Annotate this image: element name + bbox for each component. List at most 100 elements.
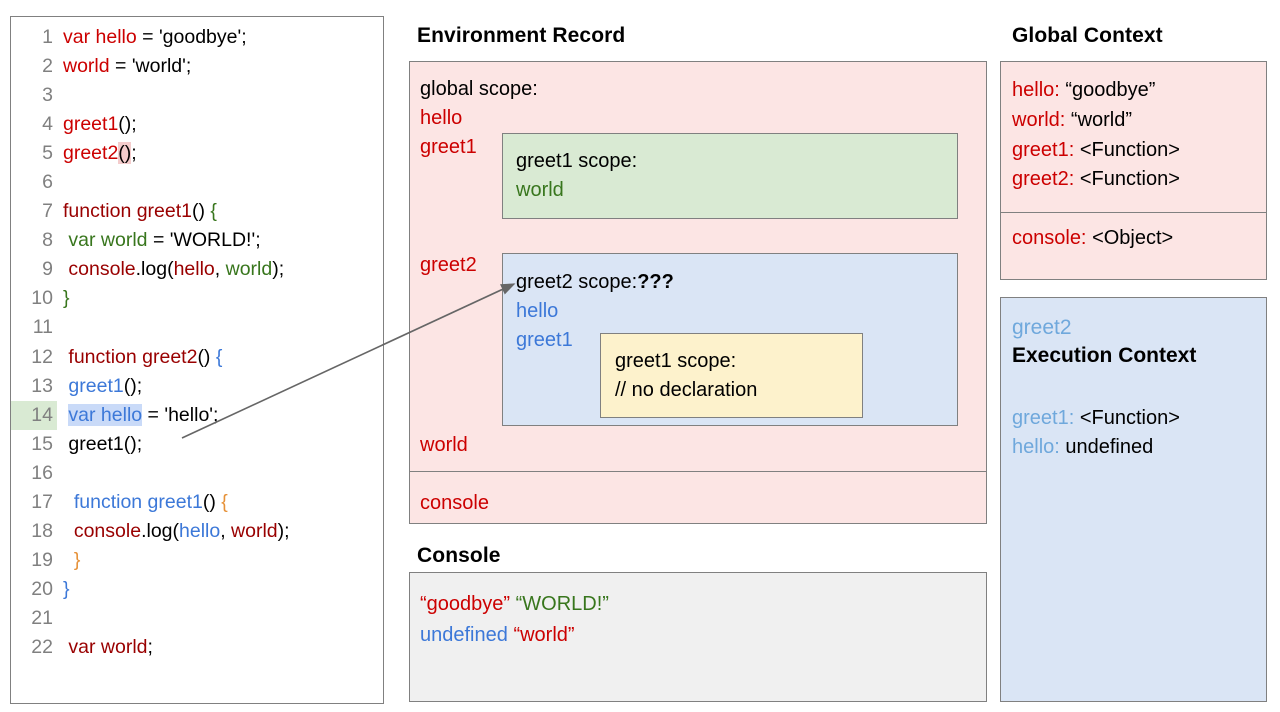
code-line-text: } <box>57 284 383 313</box>
code-line[interactable]: 9 console.log(hello, world); <box>11 255 383 284</box>
greet1-inner-scope-box <box>600 333 863 418</box>
code-line-text: var hello = 'goodbye'; <box>57 23 383 52</box>
code-line-number: 4 <box>42 113 53 136</box>
global-context-key-console: console: <box>1012 227 1093 249</box>
code-line-text: var world; <box>57 633 383 662</box>
code-token: console <box>63 519 142 542</box>
code-line[interactable]: 22 var world; <box>11 633 383 662</box>
console-token: undefined <box>420 624 508 646</box>
code-token: } <box>63 548 81 571</box>
global-context-row-greet2: greet2: <Function> <box>1012 169 1180 189</box>
execution-context-row-hello: hello: undefined <box>1012 436 1153 459</box>
console-token: “goodbye” <box>420 593 511 615</box>
code-line-number: 15 <box>31 432 53 455</box>
code-token: } <box>63 577 70 600</box>
global-context-row-greet1: greet1: <Function> <box>1012 140 1180 160</box>
environment-record-divider <box>409 471 987 472</box>
execution-context-value-greet1: <Function> <box>1079 407 1180 429</box>
code-line[interactable]: 6 <box>11 168 383 197</box>
code-token: ; <box>147 635 153 658</box>
code-line-number: 8 <box>42 229 53 252</box>
code-line-number: 16 <box>31 461 53 484</box>
global-scope-label: global scope: <box>420 78 538 100</box>
code-line[interactable]: 13 greet1(); <box>11 372 383 401</box>
global-context-value-hello: “goodbye” <box>1065 79 1156 101</box>
env-binding-console: console <box>420 492 489 514</box>
greet1-scope-binding-world: world <box>516 179 564 201</box>
code-line[interactable]: 14 var hello = 'hello'; <box>11 400 383 430</box>
code-line[interactable]: 19 } <box>11 546 383 575</box>
global-context-box <box>1000 61 1267 280</box>
code-line[interactable]: 3 <box>11 81 383 110</box>
greet2-scope-title-text: greet2 scope: <box>516 271 638 293</box>
code-line-number: 17 <box>31 490 53 513</box>
code-token: = 'WORLD!'; <box>147 229 261 252</box>
greet2-scope-binding-greet1: greet1 <box>516 329 573 351</box>
code-line[interactable]: 15 greet1(); <box>11 430 383 459</box>
console-output-line-1: “goodbye” “WORLD!” <box>420 593 609 616</box>
global-context-divider <box>1000 212 1267 213</box>
code-line[interactable]: 12 function greet2() { <box>11 343 383 372</box>
greet2-scope-binding-hello: hello <box>516 300 559 322</box>
code-token: (); <box>123 374 143 397</box>
code-line-number: 18 <box>31 519 53 542</box>
code-token: () <box>202 490 222 513</box>
code-token: greet1 <box>63 374 124 397</box>
code-line-text: function greet1() { <box>57 488 383 517</box>
code-line[interactable]: 20} <box>11 575 383 604</box>
code-token: function greet2 <box>63 345 198 368</box>
execution-context-title: Execution Context <box>1012 344 1197 367</box>
code-line-text: greet2(); <box>57 139 383 168</box>
code-token: var hello <box>68 403 143 426</box>
code-token: world <box>231 519 278 542</box>
execution-context-row-greet1: greet1: <Function> <box>1012 407 1180 430</box>
code-line-text: greet1(); <box>57 430 383 459</box>
code-line-number: 13 <box>31 374 53 397</box>
code-token: () <box>118 142 132 165</box>
code-token: = 'goodbye'; <box>136 26 247 48</box>
code-line[interactable]: 17 function greet1() { <box>11 488 383 517</box>
code-line-number: 7 <box>42 200 53 223</box>
console-box[interactable] <box>409 572 987 702</box>
code-token: var world <box>63 635 148 658</box>
code-token: = 'hello'; <box>142 403 219 426</box>
global-context-row-world: world: “world” <box>1012 110 1132 130</box>
code-token: = 'world'; <box>109 55 192 78</box>
execution-context-value-hello: undefined <box>1065 436 1154 458</box>
code-token: .log( <box>141 519 179 542</box>
greet2-scope-title: greet2 scope:??? <box>516 272 674 292</box>
code-line-text: } <box>57 546 383 575</box>
code-line[interactable]: 11 <box>11 313 383 342</box>
code-line-text: var world = 'WORLD!'; <box>57 226 383 255</box>
code-token: () <box>197 345 216 368</box>
global-context-key-greet1: greet1: <box>1012 139 1080 161</box>
code-line-text: greet1(); <box>57 110 383 139</box>
code-line[interactable]: 8 var world = 'WORLD!'; <box>11 226 383 255</box>
code-token: world <box>225 258 273 281</box>
code-token: hello <box>173 258 215 281</box>
code-line[interactable]: 16 <box>11 459 383 488</box>
execution-context-name: greet2 <box>1012 316 1072 339</box>
code-token: hello <box>179 519 221 542</box>
code-token: ); <box>277 519 290 542</box>
code-line[interactable]: 21 <box>11 604 383 633</box>
code-line[interactable]: 18 console.log(hello, world); <box>11 517 383 546</box>
code-token: ); <box>272 258 285 281</box>
global-context-row-console: console: <Object> <box>1012 228 1173 248</box>
code-token: () <box>192 200 211 223</box>
console-output-line-2: undefined “world” <box>420 624 575 647</box>
code-token: (); <box>118 113 137 136</box>
code-line-text: function greet2() { <box>57 343 383 372</box>
global-context-value-console: <Object> <box>1092 227 1174 249</box>
code-line-text: greet1(); <box>57 372 383 401</box>
code-line-number: 20 <box>31 577 53 600</box>
code-token: var world <box>63 229 148 252</box>
code-line-number: 12 <box>31 345 53 368</box>
code-line[interactable]: 10} <box>11 284 383 313</box>
